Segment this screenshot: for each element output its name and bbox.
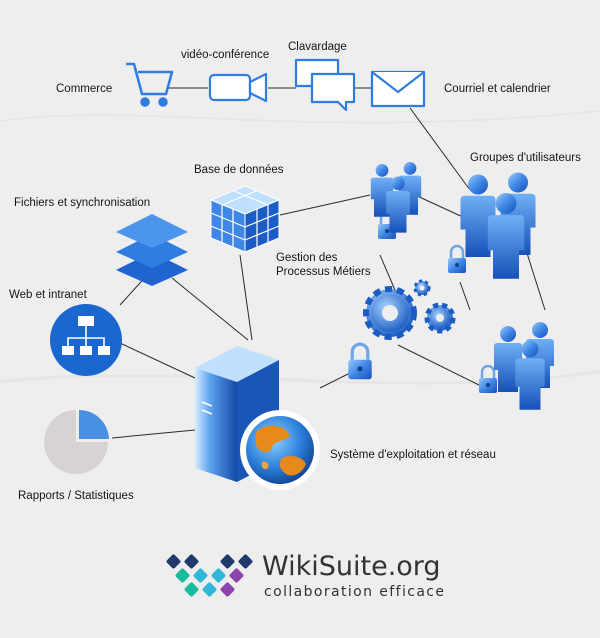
video-camera-icon <box>208 72 268 103</box>
chat-bubbles-icon <box>294 58 356 112</box>
label-groupes-utilisateurs: Groupes d'utilisateurs <box>470 152 581 164</box>
stacked-layers-icon <box>116 214 188 286</box>
pie-chart-icon <box>44 410 109 474</box>
label-gestion-line1: Gestion des <box>276 252 338 264</box>
globe-icon <box>240 410 320 490</box>
label-rapports-statistiques: Rapports / Statistiques <box>18 490 134 502</box>
label-web-intranet: Web et intranet <box>9 289 87 301</box>
label-systeme-exploitation: Système d'exploitation et réseau <box>330 449 496 461</box>
label-fichiers-synchronisation: Fichiers et synchronisation <box>14 197 151 209</box>
label-commerce: Commerce <box>56 83 113 95</box>
label-gestion-line2: Processus Métiers <box>276 266 371 278</box>
envelope-icon <box>370 70 426 108</box>
brand-name: WikiSuite.org <box>262 551 441 582</box>
label-base-donnees: Base de données <box>194 164 284 176</box>
cart-icon <box>126 62 174 107</box>
sitemap-icon <box>50 304 122 376</box>
database-cube-icon <box>209 185 281 253</box>
brand-tagline: collaboration efficace <box>264 584 446 600</box>
gears-icon <box>363 279 456 340</box>
label-video-conference: vidéo-conférence <box>181 49 270 61</box>
label-clavardage: Clavardage <box>288 41 347 53</box>
label-courriel-calendrier: Courriel et calendrier <box>444 83 551 95</box>
wikisuite-logo-mark <box>166 554 253 597</box>
